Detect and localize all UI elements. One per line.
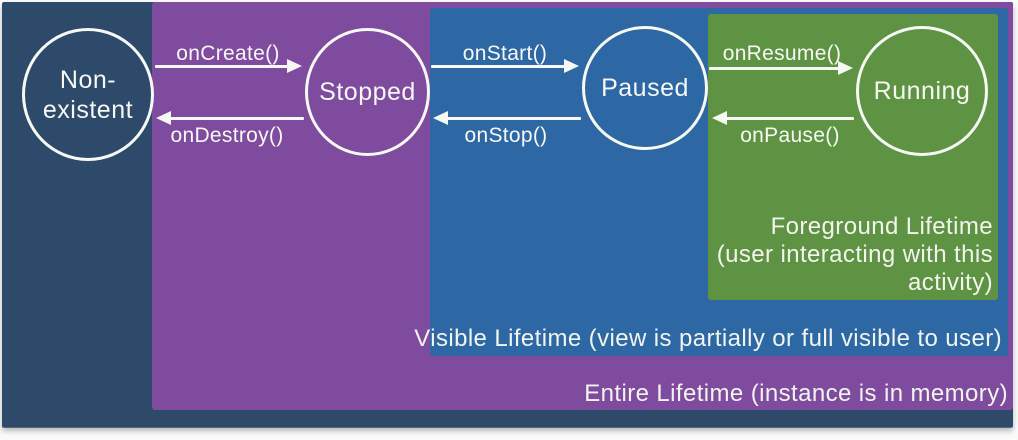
state-circle-running: Running: [856, 26, 988, 156]
transition-label-oncreate: onCreate(): [176, 42, 280, 65]
transition-label-ondestroy: onDestroy(): [170, 124, 284, 147]
transition-label-onstop: onStop(): [464, 124, 548, 147]
entire-lifetime-caption: Entire Lifetime (instance is in memory): [584, 380, 1008, 407]
state-label: Non-: [59, 65, 117, 94]
caption-line: Foreground Lifetime: [770, 213, 993, 240]
arrow-ondestroy: [156, 111, 304, 125]
arrowhead-left-icon: [433, 111, 448, 125]
caption-line: activity): [908, 269, 993, 296]
state-label: Paused: [601, 74, 689, 102]
transition-label-onresume: onResume(): [722, 42, 842, 65]
arrow-line: [155, 65, 289, 68]
arrow-oncreate: [155, 59, 302, 73]
arrowhead-right-icon: [838, 61, 853, 75]
arrowhead-left-icon: [712, 111, 727, 125]
arrow-line: [709, 67, 840, 70]
state-label: Stopped: [319, 78, 416, 106]
caption-line: (user interacting with this: [716, 241, 993, 268]
arrowhead-right-icon: [564, 59, 579, 73]
state-circle-non-existent: Non- existent: [22, 28, 154, 161]
arrow-onstart: [431, 59, 579, 73]
arrowhead-left-icon: [156, 111, 171, 125]
arrow-onresume: [709, 61, 853, 75]
arrow-line: [169, 117, 304, 120]
arrow-onpause: [712, 111, 854, 125]
arrowhead-right-icon: [287, 59, 302, 73]
state-label: existent: [42, 95, 134, 124]
arrow-line: [725, 117, 854, 120]
state-label: Running: [873, 77, 971, 105]
transition-label-onstart: onStart(): [462, 42, 548, 65]
arrow-line: [446, 117, 581, 120]
state-circle-stopped: Stopped: [305, 28, 430, 156]
foreground-lifetime-caption: Foreground Lifetime (user interacting wi…: [673, 213, 993, 297]
arrow-onstop: [433, 111, 581, 125]
transition-label-onpause: onPause(): [740, 124, 840, 147]
visible-lifetime-caption: Visible Lifetime (view is partially or f…: [414, 325, 1002, 352]
arrow-line: [431, 65, 566, 68]
state-circle-paused: Paused: [582, 26, 708, 150]
